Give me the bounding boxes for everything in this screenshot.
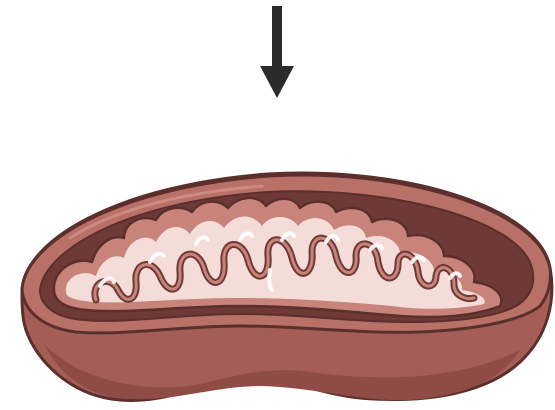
down-arrow-icon bbox=[260, 6, 294, 98]
arrow-head bbox=[260, 66, 294, 98]
arrow-shaft bbox=[272, 6, 282, 68]
mitochondrion bbox=[22, 173, 552, 401]
